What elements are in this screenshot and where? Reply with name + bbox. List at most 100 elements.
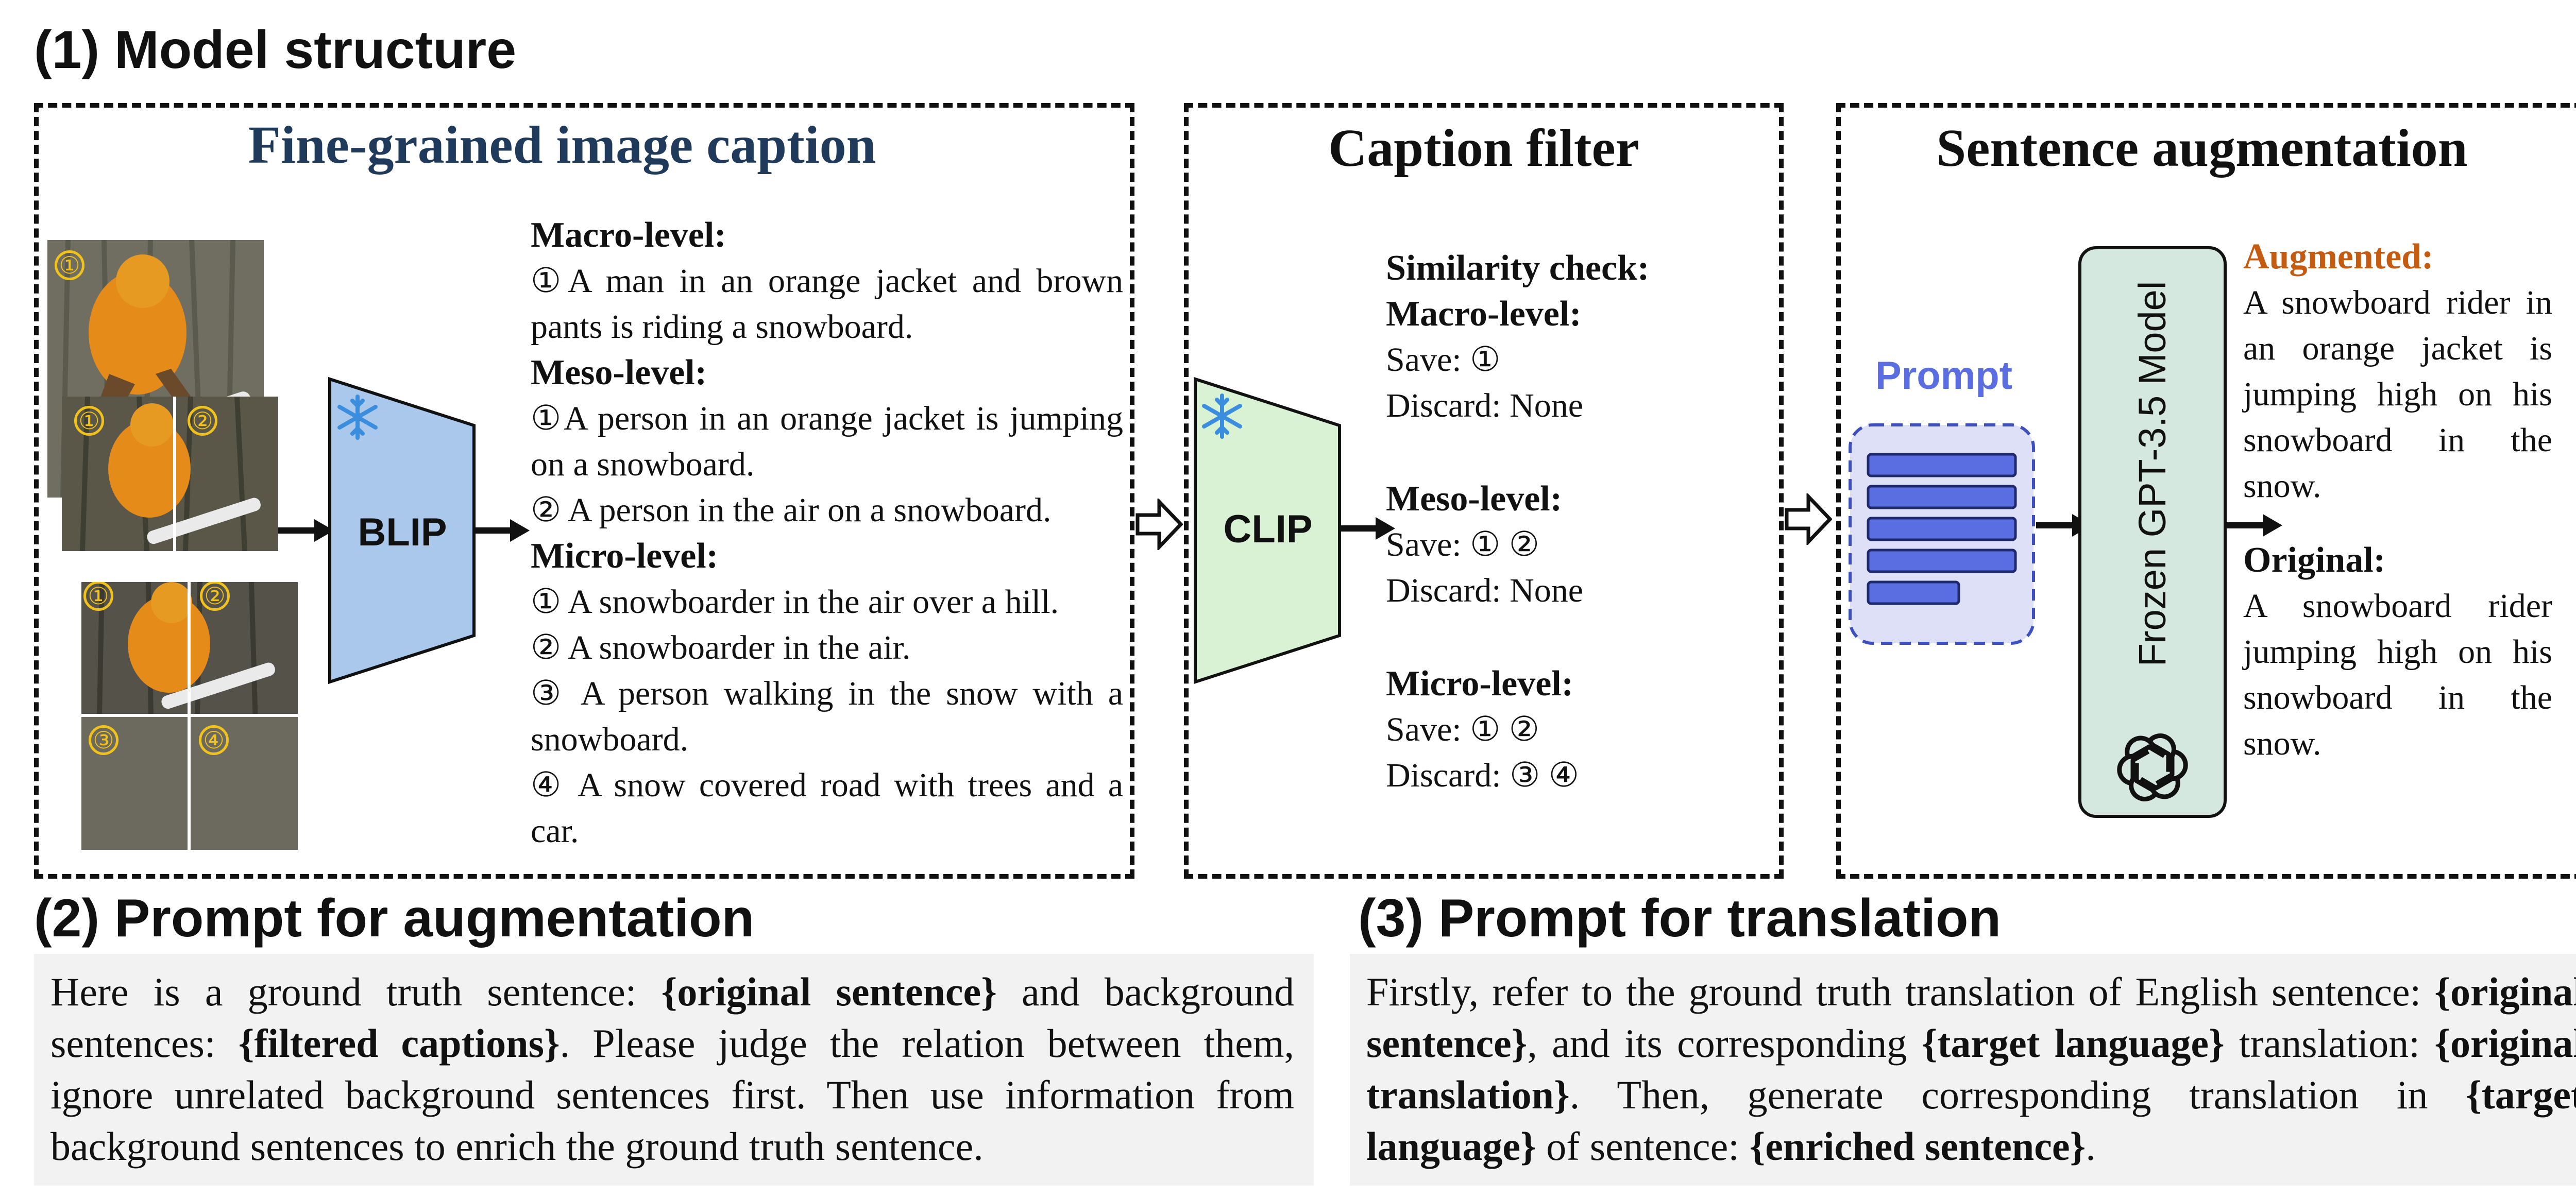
caption-number: ④ xyxy=(531,766,566,804)
prompt-placeholder: {enriched sentence} xyxy=(1749,1124,2086,1169)
micro-caption-3: ③ A person walking in the snow with a sn… xyxy=(531,671,1123,762)
caption-text: A snowboarder in the air over a hill. xyxy=(568,583,1059,621)
augmentation-prompt-text: Here is a ground truth sentence: {origin… xyxy=(50,966,1294,1172)
arrow-clip-to-check xyxy=(1340,517,1395,540)
blip-encoder xyxy=(328,376,476,684)
filter-micro-discard: Discard: ③ ④ xyxy=(1386,752,1649,798)
prompt-text-part: . Then, generate corresponding translati… xyxy=(1569,1072,2466,1117)
image-crop-micro: ① ② ③ ④ xyxy=(81,582,298,850)
macro-heading: Macro-level: xyxy=(531,215,726,255)
clip-encoder xyxy=(1194,376,1341,684)
prompt-placeholder: {target language} xyxy=(1921,1021,2225,1066)
caption-text: A person in the air on a snowboard. xyxy=(568,491,1052,529)
discard-values: None xyxy=(1510,572,1584,609)
prompt-placeholder: {target language} xyxy=(1366,1072,2576,1169)
prompt-text-part: Firstly, refer to the ground truth trans… xyxy=(1366,969,2435,1014)
augmented-text: A snowboard rider in an orange jacket is… xyxy=(2243,284,2552,505)
prompt-placeholder: {original sentence} xyxy=(1366,969,2576,1066)
discard-label: Discard: xyxy=(1386,387,1501,424)
caption-panel xyxy=(34,103,1134,879)
hollow-arrow-1 xyxy=(1136,499,1183,550)
micro-caption-4: ④ A snow covered road with trees and a c… xyxy=(531,762,1123,854)
caption-text: A person walking in the snow with a snow… xyxy=(531,675,1124,758)
caption-list: Macro-level: ①A man in an orange jacket … xyxy=(531,212,1123,854)
badge: ④ xyxy=(199,725,229,755)
badge: ① xyxy=(74,406,104,436)
augmentation-output: Augmented: A snowboard rider in an orang… xyxy=(2243,234,2552,766)
translation-prompt-text: Firstly, refer to the ground truth trans… xyxy=(1366,966,2576,1172)
hollow-arrow-2 xyxy=(1785,493,1832,545)
filter-macro-save: Save: ① xyxy=(1386,337,1649,383)
discard-label: Discard: xyxy=(1386,757,1501,794)
filter-meso-heading: Meso-level: xyxy=(1386,479,1563,519)
micro-caption-2: ② A snowboarder in the air. xyxy=(531,625,1123,671)
clip-label: CLIP xyxy=(1223,507,1313,551)
caption-number: ③ xyxy=(531,675,568,712)
prompt-text-part: of sentence: xyxy=(1536,1124,1750,1169)
arrow-images-to-blip xyxy=(278,519,334,542)
caption-text: A snow covered road with trees and a car… xyxy=(531,766,1124,850)
prompt-placeholder: {filtered captions} xyxy=(238,1021,560,1066)
badge: ① xyxy=(55,250,84,280)
gpt-model-label: Frozen GPT-3.5 Model xyxy=(2131,281,2174,667)
filter-meso-save: Save: ① ② xyxy=(1386,522,1649,568)
prompt-text-part: . xyxy=(2086,1124,2096,1169)
section-1-title: (1) Model structure xyxy=(34,20,517,80)
badge: ① xyxy=(83,582,113,611)
similarity-check: Similarity check: Macro-level: Save: ① D… xyxy=(1386,245,1649,798)
gpt-model-box xyxy=(2078,246,2227,818)
section-3-title: (3) Prompt for translation xyxy=(1358,888,2002,948)
caption-number: ① xyxy=(531,262,568,300)
save-label: Save: xyxy=(1386,711,1462,748)
openai-logo-icon xyxy=(2117,733,2188,801)
caption-panel-title: Fine-grained image caption xyxy=(248,115,876,175)
prompt-label: Prompt xyxy=(1875,354,2012,398)
filter-panel xyxy=(1184,103,1784,879)
prompt-placeholder: {original sentence} xyxy=(661,969,997,1014)
augment-panel-title: Sentence augmentation xyxy=(1936,118,2468,178)
image-crop-meso: ① ② xyxy=(62,397,278,551)
save-values: ① ② xyxy=(1470,711,1539,748)
caption-text: A snowboarder in the air. xyxy=(568,629,911,666)
filter-micro-save: Save: ① ② xyxy=(1386,707,1649,752)
arrow-blip-to-captions xyxy=(474,519,530,542)
filter-panel-title: Caption filter xyxy=(1328,118,1639,178)
discard-label: Discard: xyxy=(1386,572,1501,609)
save-label: Save: xyxy=(1386,526,1462,563)
prompt-text-part: and background sentences: xyxy=(50,969,1294,1066)
caption-text: A man in an orange jacket and brown pant… xyxy=(531,262,1123,346)
blip-label: BLIP xyxy=(358,510,447,554)
save-label: Save: xyxy=(1386,341,1462,379)
micro-heading: Micro-level: xyxy=(531,536,719,576)
badge: ③ xyxy=(89,725,118,755)
macro-caption-1: ①A man in an orange jacket and brown pan… xyxy=(531,258,1123,350)
filter-macro-discard: Discard: None xyxy=(1386,383,1649,429)
check-heading: Similarity check: xyxy=(1386,248,1650,288)
augment-panel xyxy=(1836,103,2576,879)
original-heading: Original: xyxy=(2243,540,2386,580)
caption-number: ② xyxy=(531,629,562,666)
discard-values: None xyxy=(1510,387,1584,424)
meso-caption-1: ①A person in an orange jacket is jumping… xyxy=(531,396,1123,487)
meso-heading: Meso-level: xyxy=(531,353,707,392)
original-text: A snowboard rider jumping high on his sn… xyxy=(2243,587,2552,762)
save-values: ① ② xyxy=(1470,526,1539,563)
snowflake-icon xyxy=(337,395,378,440)
prompt-box xyxy=(1849,423,2035,645)
badge: ② xyxy=(188,406,217,436)
filter-micro-heading: Micro-level: xyxy=(1386,664,1574,704)
caption-number: ① xyxy=(531,583,562,621)
prompt-text-part: . Please judge the relation between them… xyxy=(50,1021,1294,1169)
snowflake-icon xyxy=(1202,393,1242,439)
discard-values: ③ ④ xyxy=(1510,757,1579,794)
prompt-placeholder: {original translation} xyxy=(1366,1021,2576,1117)
augmentation-prompt-box: Here is a ground truth sentence: {origin… xyxy=(34,954,1314,1186)
prompt-text-part: translation: xyxy=(2224,1021,2435,1066)
translation-prompt-box: Firstly, refer to the ground truth trans… xyxy=(1350,954,2576,1186)
filter-macro-heading: Macro-level: xyxy=(1386,294,1582,334)
prompt-text-part: , and its corresponding xyxy=(1527,1021,1922,1066)
filter-meso-discard: Discard: None xyxy=(1386,568,1649,613)
augmented-heading: Augmented: xyxy=(2243,237,2434,277)
caption-number: ② xyxy=(531,491,562,529)
